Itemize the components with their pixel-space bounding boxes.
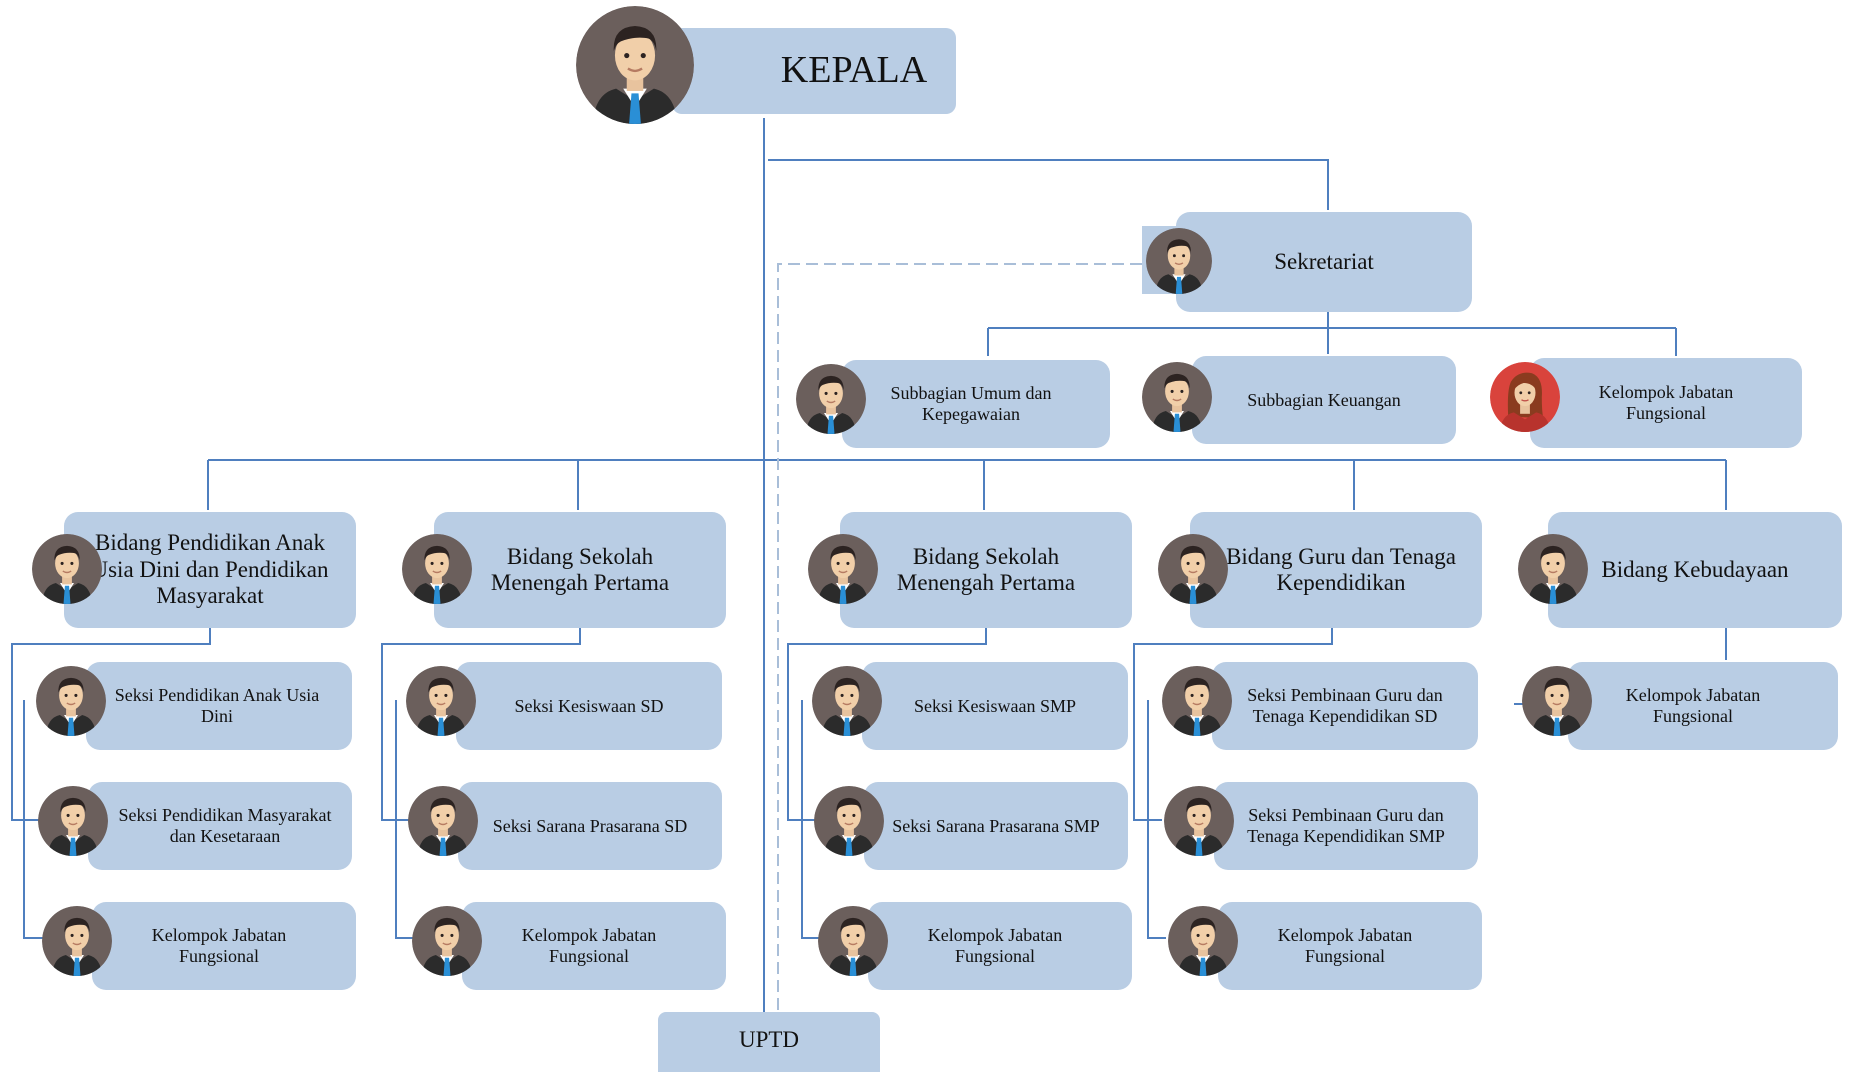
section-box: Kelompok Jabatan Fungsional bbox=[868, 902, 1132, 990]
subunit-label: Subbagian Umum dan Kepegawaian bbox=[890, 383, 1052, 424]
man-avatar-icon bbox=[1158, 534, 1228, 604]
section-box: Seksi Sarana Prasarana SD bbox=[458, 782, 722, 870]
section-label: Seksi Pembinaan Guru dan Tenaga Kependid… bbox=[1247, 685, 1443, 726]
man-avatar-icon bbox=[32, 534, 102, 604]
section-box: Seksi Pendidikan Masyarakat dan Kesetara… bbox=[88, 782, 352, 870]
division-box-4: Bidang Guru dan Tenaga Kependidikan bbox=[1190, 512, 1482, 628]
section-label: Kelompok Jabatan Fungsional bbox=[151, 925, 287, 966]
subunit-box-2: Subbagian Keuangan bbox=[1192, 356, 1456, 444]
division-box-5: Bidang Kebudayaan bbox=[1548, 512, 1842, 628]
head-box: KEPALA bbox=[672, 28, 956, 114]
section-box: Kelompok Jabatan Fungsional bbox=[1568, 662, 1838, 750]
man-avatar-icon bbox=[1164, 786, 1234, 856]
division-title: Bidang Guru dan Tenaga Kependidikan bbox=[1226, 543, 1456, 595]
section-box: Kelompok Jabatan Fungsional bbox=[462, 902, 726, 990]
subunit-box-3: Kelompok Jabatan Fungsional bbox=[1530, 358, 1802, 448]
man-avatar-icon bbox=[1162, 666, 1232, 736]
uptd-box: UPTD bbox=[658, 1012, 880, 1072]
man-avatar-icon bbox=[1168, 906, 1238, 976]
head-title: KEPALA bbox=[780, 49, 928, 92]
division-title: Bidang Sekolah Menengah Pertama bbox=[490, 543, 670, 595]
secretariat-box: Sekretariat bbox=[1176, 212, 1472, 312]
section-box: Seksi Pendidikan Anak Usia Dini bbox=[86, 662, 352, 750]
man-avatar-icon bbox=[1146, 228, 1212, 294]
man-avatar-icon bbox=[796, 364, 866, 434]
section-label: Seksi Kesiswaan SD bbox=[514, 695, 664, 716]
man-avatar-icon bbox=[406, 666, 476, 736]
section-label: Seksi Sarana Prasarana SMP bbox=[892, 815, 1100, 836]
section-label: Seksi Sarana Prasarana SD bbox=[492, 815, 688, 836]
man-avatar-icon bbox=[1142, 362, 1212, 432]
subunit-box-1: Subbagian Umum dan Kepegawaian bbox=[842, 360, 1110, 448]
section-label: Kelompok Jabatan Fungsional bbox=[521, 925, 657, 966]
man-avatar-icon bbox=[814, 786, 884, 856]
section-label: Seksi Pembinaan Guru dan Tenaga Kependid… bbox=[1247, 805, 1445, 846]
section-label: Seksi Pendidikan Masyarakat dan Kesetara… bbox=[118, 805, 332, 846]
division-box-2: Bidang Sekolah Menengah Pertama bbox=[434, 512, 726, 628]
subunit-label: Subbagian Keuangan bbox=[1247, 389, 1401, 410]
division-box-1: Bidang Pendidikan Anak Usia Dini dan Pen… bbox=[64, 512, 356, 628]
section-box: Seksi Sarana Prasarana SMP bbox=[864, 782, 1128, 870]
man-avatar-icon bbox=[812, 666, 882, 736]
section-label: Kelompok Jabatan Fungsional bbox=[1625, 685, 1761, 726]
section-box: Kelompok Jabatan Fungsional bbox=[1218, 902, 1482, 990]
section-box: Kelompok Jabatan Fungsional bbox=[92, 902, 356, 990]
man-avatar-icon bbox=[38, 786, 108, 856]
uptd-label: UPTD bbox=[738, 1026, 800, 1052]
man-avatar-icon bbox=[402, 534, 472, 604]
woman-avatar-icon bbox=[1490, 362, 1560, 432]
man-avatar-icon bbox=[818, 906, 888, 976]
division-box-3: Bidang Sekolah Menengah Pertama bbox=[840, 512, 1132, 628]
division-title: Bidang Pendidikan Anak Usia Dini dan Pen… bbox=[91, 530, 329, 609]
secretariat-title: Sekretariat bbox=[1274, 248, 1374, 274]
subunit-label: Kelompok Jabatan Fungsional bbox=[1598, 382, 1734, 423]
man-avatar-icon bbox=[36, 666, 106, 736]
section-label: Kelompok Jabatan Fungsional bbox=[927, 925, 1063, 966]
man-avatar-icon bbox=[408, 786, 478, 856]
man-avatar-icon bbox=[808, 534, 878, 604]
man-avatar-icon bbox=[412, 906, 482, 976]
man-avatar-icon bbox=[42, 906, 112, 976]
division-title: Bidang Kebudayaan bbox=[1601, 556, 1789, 582]
dashed-coordination-line bbox=[777, 263, 1142, 1012]
section-label: Seksi Pendidikan Anak Usia Dini bbox=[114, 685, 320, 726]
man-avatar-icon bbox=[576, 6, 694, 124]
man-avatar-icon bbox=[1522, 666, 1592, 736]
man-avatar-icon bbox=[1518, 534, 1588, 604]
section-label: Kelompok Jabatan Fungsional bbox=[1277, 925, 1413, 966]
section-box: Seksi Kesiswaan SD bbox=[456, 662, 722, 750]
section-box: Seksi Pembinaan Guru dan Tenaga Kependid… bbox=[1212, 662, 1478, 750]
section-box: Seksi Kesiswaan SMP bbox=[862, 662, 1128, 750]
section-box: Seksi Pembinaan Guru dan Tenaga Kependid… bbox=[1214, 782, 1478, 870]
division-title: Bidang Sekolah Menengah Pertama bbox=[896, 543, 1076, 595]
section-label: Seksi Kesiswaan SMP bbox=[913, 695, 1076, 716]
